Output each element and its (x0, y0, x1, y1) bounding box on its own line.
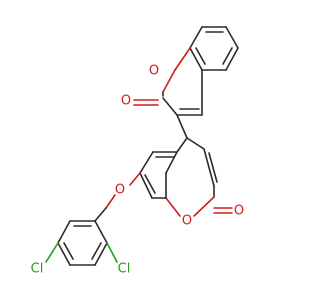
oxygen-label-top-ring: O (149, 64, 159, 79)
top-benzo-ring (189, 26, 239, 71)
chemical-structure: O O O O O Cl Cl (31, 26, 244, 277)
chlorine-label-left: Cl (31, 262, 44, 277)
chlorine-label-right: Cl (118, 262, 131, 277)
oxygen-label-bottom-ring: O (182, 214, 192, 229)
oxygen-label-ether: O (115, 183, 125, 198)
biaryl-bond (176, 114, 188, 139)
bottom-benzo-ring (139, 151, 178, 199)
ether-linkage (94, 172, 141, 222)
dichlorophenyl-ring (45, 220, 118, 266)
oxygen-label-top-carbonyl: O (121, 94, 131, 109)
oxygen-label-bottom-carbonyl: O (234, 204, 244, 219)
bottom-pyranone-ring (165, 137, 233, 217)
top-pyranone-ring (133, 47, 203, 116)
